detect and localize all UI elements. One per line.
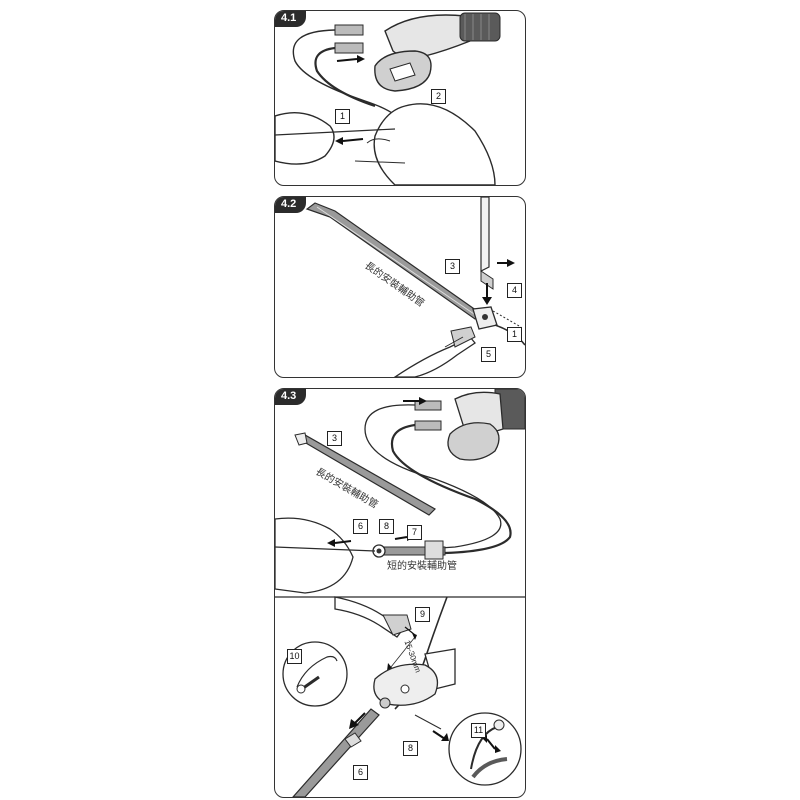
shifter-pod-4-3	[447, 422, 500, 461]
right-hand	[373, 103, 496, 185]
callout-4: 4	[507, 283, 522, 298]
step-label-4-2: 4.2	[275, 197, 307, 213]
callout-6-b: 6	[353, 765, 368, 780]
inset-detail-11	[448, 712, 522, 786]
panel-step-4-1: 4.1 1 2	[274, 10, 526, 186]
illustration-4-3	[275, 389, 525, 797]
cable-connector	[334, 24, 364, 36]
callout-7: 7	[407, 525, 422, 540]
illustration-4-2	[305, 197, 525, 377]
callout-8: 8	[379, 519, 394, 534]
lever-body	[384, 14, 471, 59]
panel-step-4-2: 4.2 長的安裝輔助管 3 4 1 5	[274, 196, 526, 378]
callout-3-b: 3	[327, 431, 342, 446]
step-label-4-1: 4.1	[275, 11, 307, 27]
step-label-4-3: 4.3	[275, 389, 307, 405]
handlebar-grip	[459, 12, 501, 42]
left-hand	[275, 112, 335, 165]
long-install-tube	[305, 202, 481, 320]
callout-3: 3	[445, 259, 460, 274]
illustration-4-1	[275, 12, 501, 185]
callout-1: 1	[335, 109, 350, 124]
panel-step-4-3: 4.3	[274, 388, 526, 798]
hand-4-3	[275, 517, 354, 594]
callout-9: 9	[415, 607, 430, 622]
callout-5: 5	[481, 347, 496, 362]
cable-cutter-4-3	[334, 596, 404, 638]
callout-1-b: 1	[507, 327, 522, 342]
caption-short-tube: 短的安裝輔助管	[387, 561, 457, 572]
guide-tool	[480, 197, 490, 272]
callout-2: 2	[431, 89, 446, 104]
callout-8-b: 8	[403, 741, 418, 756]
callout-11: 11	[471, 723, 486, 738]
callout-10: 10	[287, 649, 302, 664]
callout-6: 6	[353, 519, 368, 534]
